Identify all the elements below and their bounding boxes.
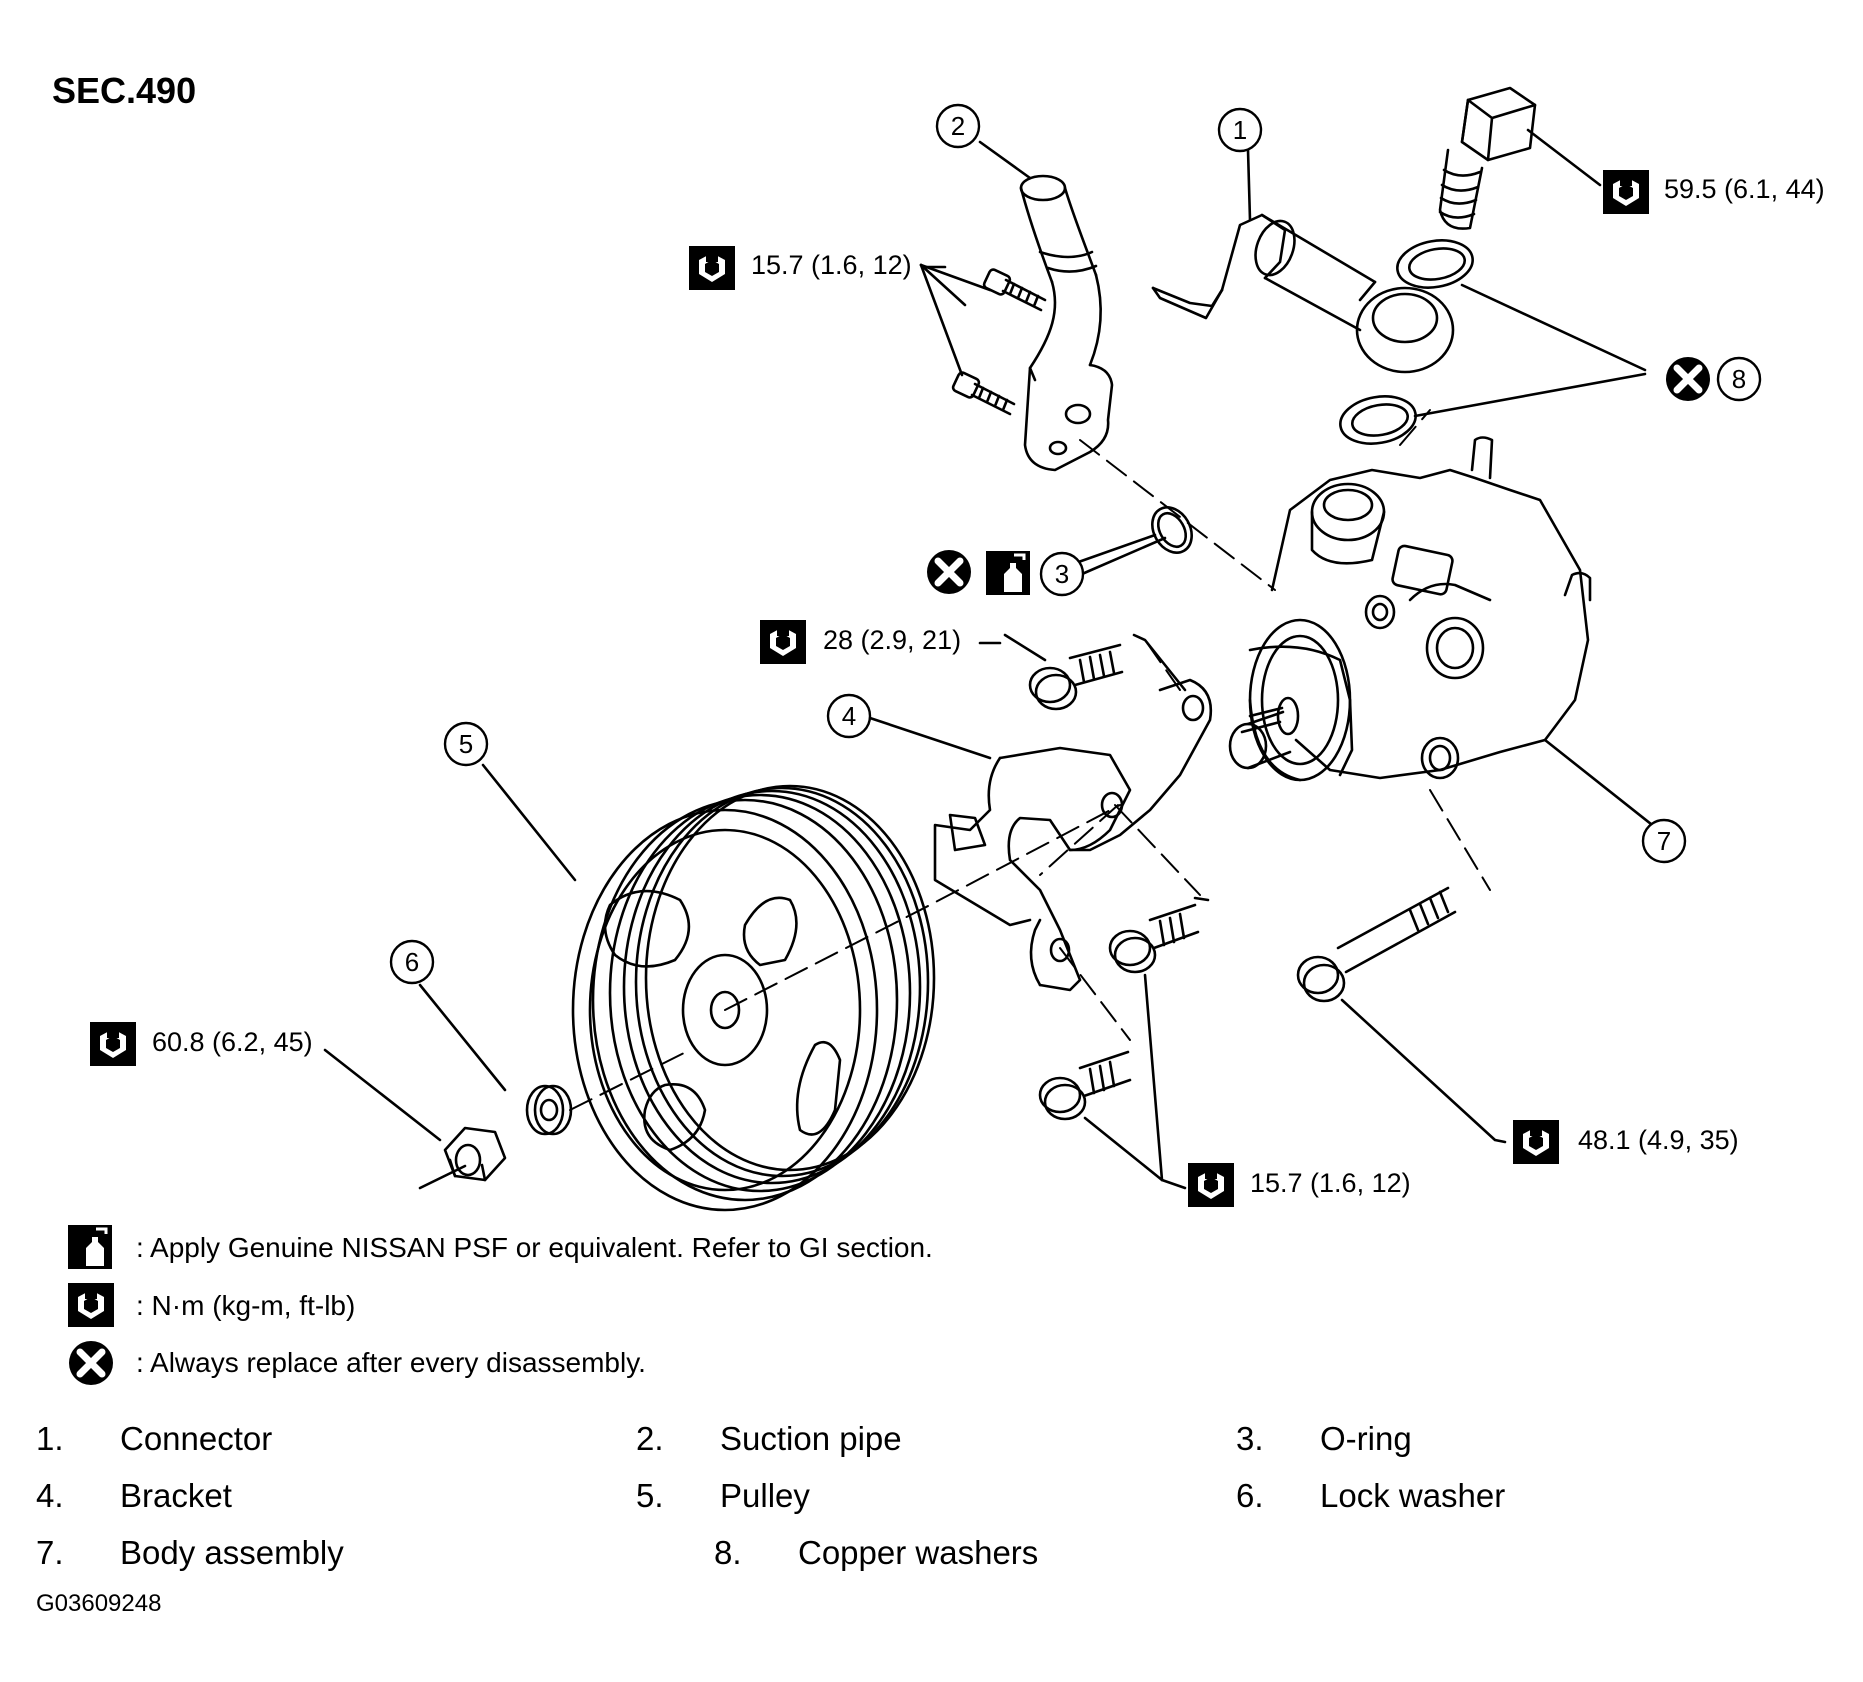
callout-7: 7 — [1657, 826, 1671, 856]
torque-bracket-upper: 28 (2.9, 21) — [823, 625, 961, 655]
figure-code: G03609248 — [36, 1590, 162, 1617]
torque-wrench-icon — [68, 1283, 114, 1327]
torque-wrench-icon — [1603, 170, 1649, 214]
callout-6: 6 — [405, 947, 419, 977]
torque-wrench-icon — [90, 1022, 136, 1066]
callout-5: 5 — [459, 729, 473, 759]
replace-x-icon — [69, 1341, 113, 1385]
torque-pulley-nut: 60.8 (6.2, 45) — [152, 1027, 313, 1057]
callout-4: 4 — [842, 701, 856, 731]
union-bolt — [1438, 86, 1602, 230]
legend-replace: : Always replace after every disassembly… — [66, 1340, 646, 1386]
psf-bottle-icon — [68, 1225, 112, 1269]
part-item: 5. Pulley — [636, 1477, 1236, 1515]
part-item: 7. Body assembly — [36, 1534, 714, 1572]
torque-wrench-icon — [1513, 1120, 1559, 1164]
part-name: Connector — [120, 1419, 273, 1457]
torque-wrench-icon — [1188, 1163, 1234, 1207]
parts-row: 4. Bracket 5. Pulley 6. Lock washer — [36, 1467, 1836, 1524]
lock-washer — [525, 1084, 573, 1136]
suction-pipe-bolts — [919, 263, 1047, 416]
torque-wrench-icon — [760, 620, 806, 664]
callout-leaders — [323, 140, 1658, 1142]
part-item: 8. Copper washers — [714, 1534, 1392, 1572]
part-name: Body assembly — [120, 1533, 344, 1571]
psf-bottle-icon — [984, 549, 1032, 597]
part-name: Bracket — [120, 1476, 232, 1514]
part-number: 8. — [714, 1533, 742, 1571]
callout-8: 8 — [1732, 364, 1746, 394]
part-number: 4. — [36, 1476, 64, 1514]
part-item: 1. Connector — [36, 1420, 636, 1458]
suction-pipe — [1019, 174, 1114, 472]
replace-x-icon — [1666, 357, 1710, 401]
torque-long-bolt: 48.1 (4.9, 35) — [1578, 1125, 1739, 1155]
connector — [1151, 213, 1455, 374]
part-number: 1. — [36, 1419, 64, 1457]
part-name: Suction pipe — [720, 1419, 902, 1457]
legend-torque-text: : N·m (kg-m, ft-lb) — [136, 1290, 356, 1321]
part-name: O-ring — [1320, 1419, 1412, 1457]
part-item: 2. Suction pipe — [636, 1420, 1236, 1458]
callout-2: 2 — [951, 111, 965, 141]
part-item: 3. O-ring — [1236, 1420, 1836, 1458]
bracket — [933, 678, 1213, 992]
section-label: SEC.490 — [52, 70, 197, 111]
part-item: 4. Bracket — [36, 1477, 636, 1515]
legend-psf-text: : Apply Genuine NISSAN PSF or equivalent… — [136, 1232, 933, 1263]
bracket-upper-bolt — [1003, 633, 1187, 711]
part-number: 3. — [1236, 1419, 1264, 1457]
copper-washers — [1339, 239, 1647, 445]
part-number: 7. — [36, 1533, 64, 1571]
torque-bracket-lower: 15.7 (1.6, 12) — [1250, 1168, 1411, 1198]
parts-row: 7. Body assembly 8. Copper washers — [36, 1524, 1836, 1581]
callout-3: 3 — [1055, 559, 1069, 589]
callout-1: 1 — [1233, 115, 1247, 145]
torque-union-bolt: 59.5 (6.1, 44) — [1664, 174, 1825, 204]
part-item: 6. Lock washer — [1236, 1477, 1836, 1515]
torque-wrench-icon — [689, 246, 735, 290]
part-name: Lock washer — [1320, 1476, 1506, 1514]
torque-suction-bolts: 15.7 (1.6, 12) — [751, 250, 912, 280]
parts-list: 1. Connector 2. Suction pipe 3. O-ring 4. Br… — [36, 1410, 1836, 1581]
legend-psf: : Apply Genuine NISSAN PSF or equivalent… — [66, 1225, 933, 1271]
part-number: 5. — [636, 1476, 664, 1514]
replace-x-icon — [927, 550, 971, 594]
pump-body — [1228, 436, 1592, 782]
part-name: Pulley — [720, 1476, 810, 1514]
part-number: 2. — [636, 1419, 664, 1457]
pulley — [571, 784, 936, 1212]
part-number: 6. — [1236, 1476, 1264, 1514]
bracket-lower-bolts — [1038, 896, 1210, 1190]
long-bolt — [1296, 886, 1507, 1144]
parts-row: 1. Connector 2. Suction pipe 3. O-ring — [36, 1410, 1836, 1467]
o-ring — [1068, 506, 1193, 567]
legend-replace-text: : Always replace after every disassembly… — [136, 1347, 646, 1378]
legend-torque: : N·m (kg-m, ft-lb) — [66, 1283, 355, 1329]
pulley-nut — [418, 1126, 507, 1190]
part-name: Copper washers — [798, 1533, 1039, 1571]
